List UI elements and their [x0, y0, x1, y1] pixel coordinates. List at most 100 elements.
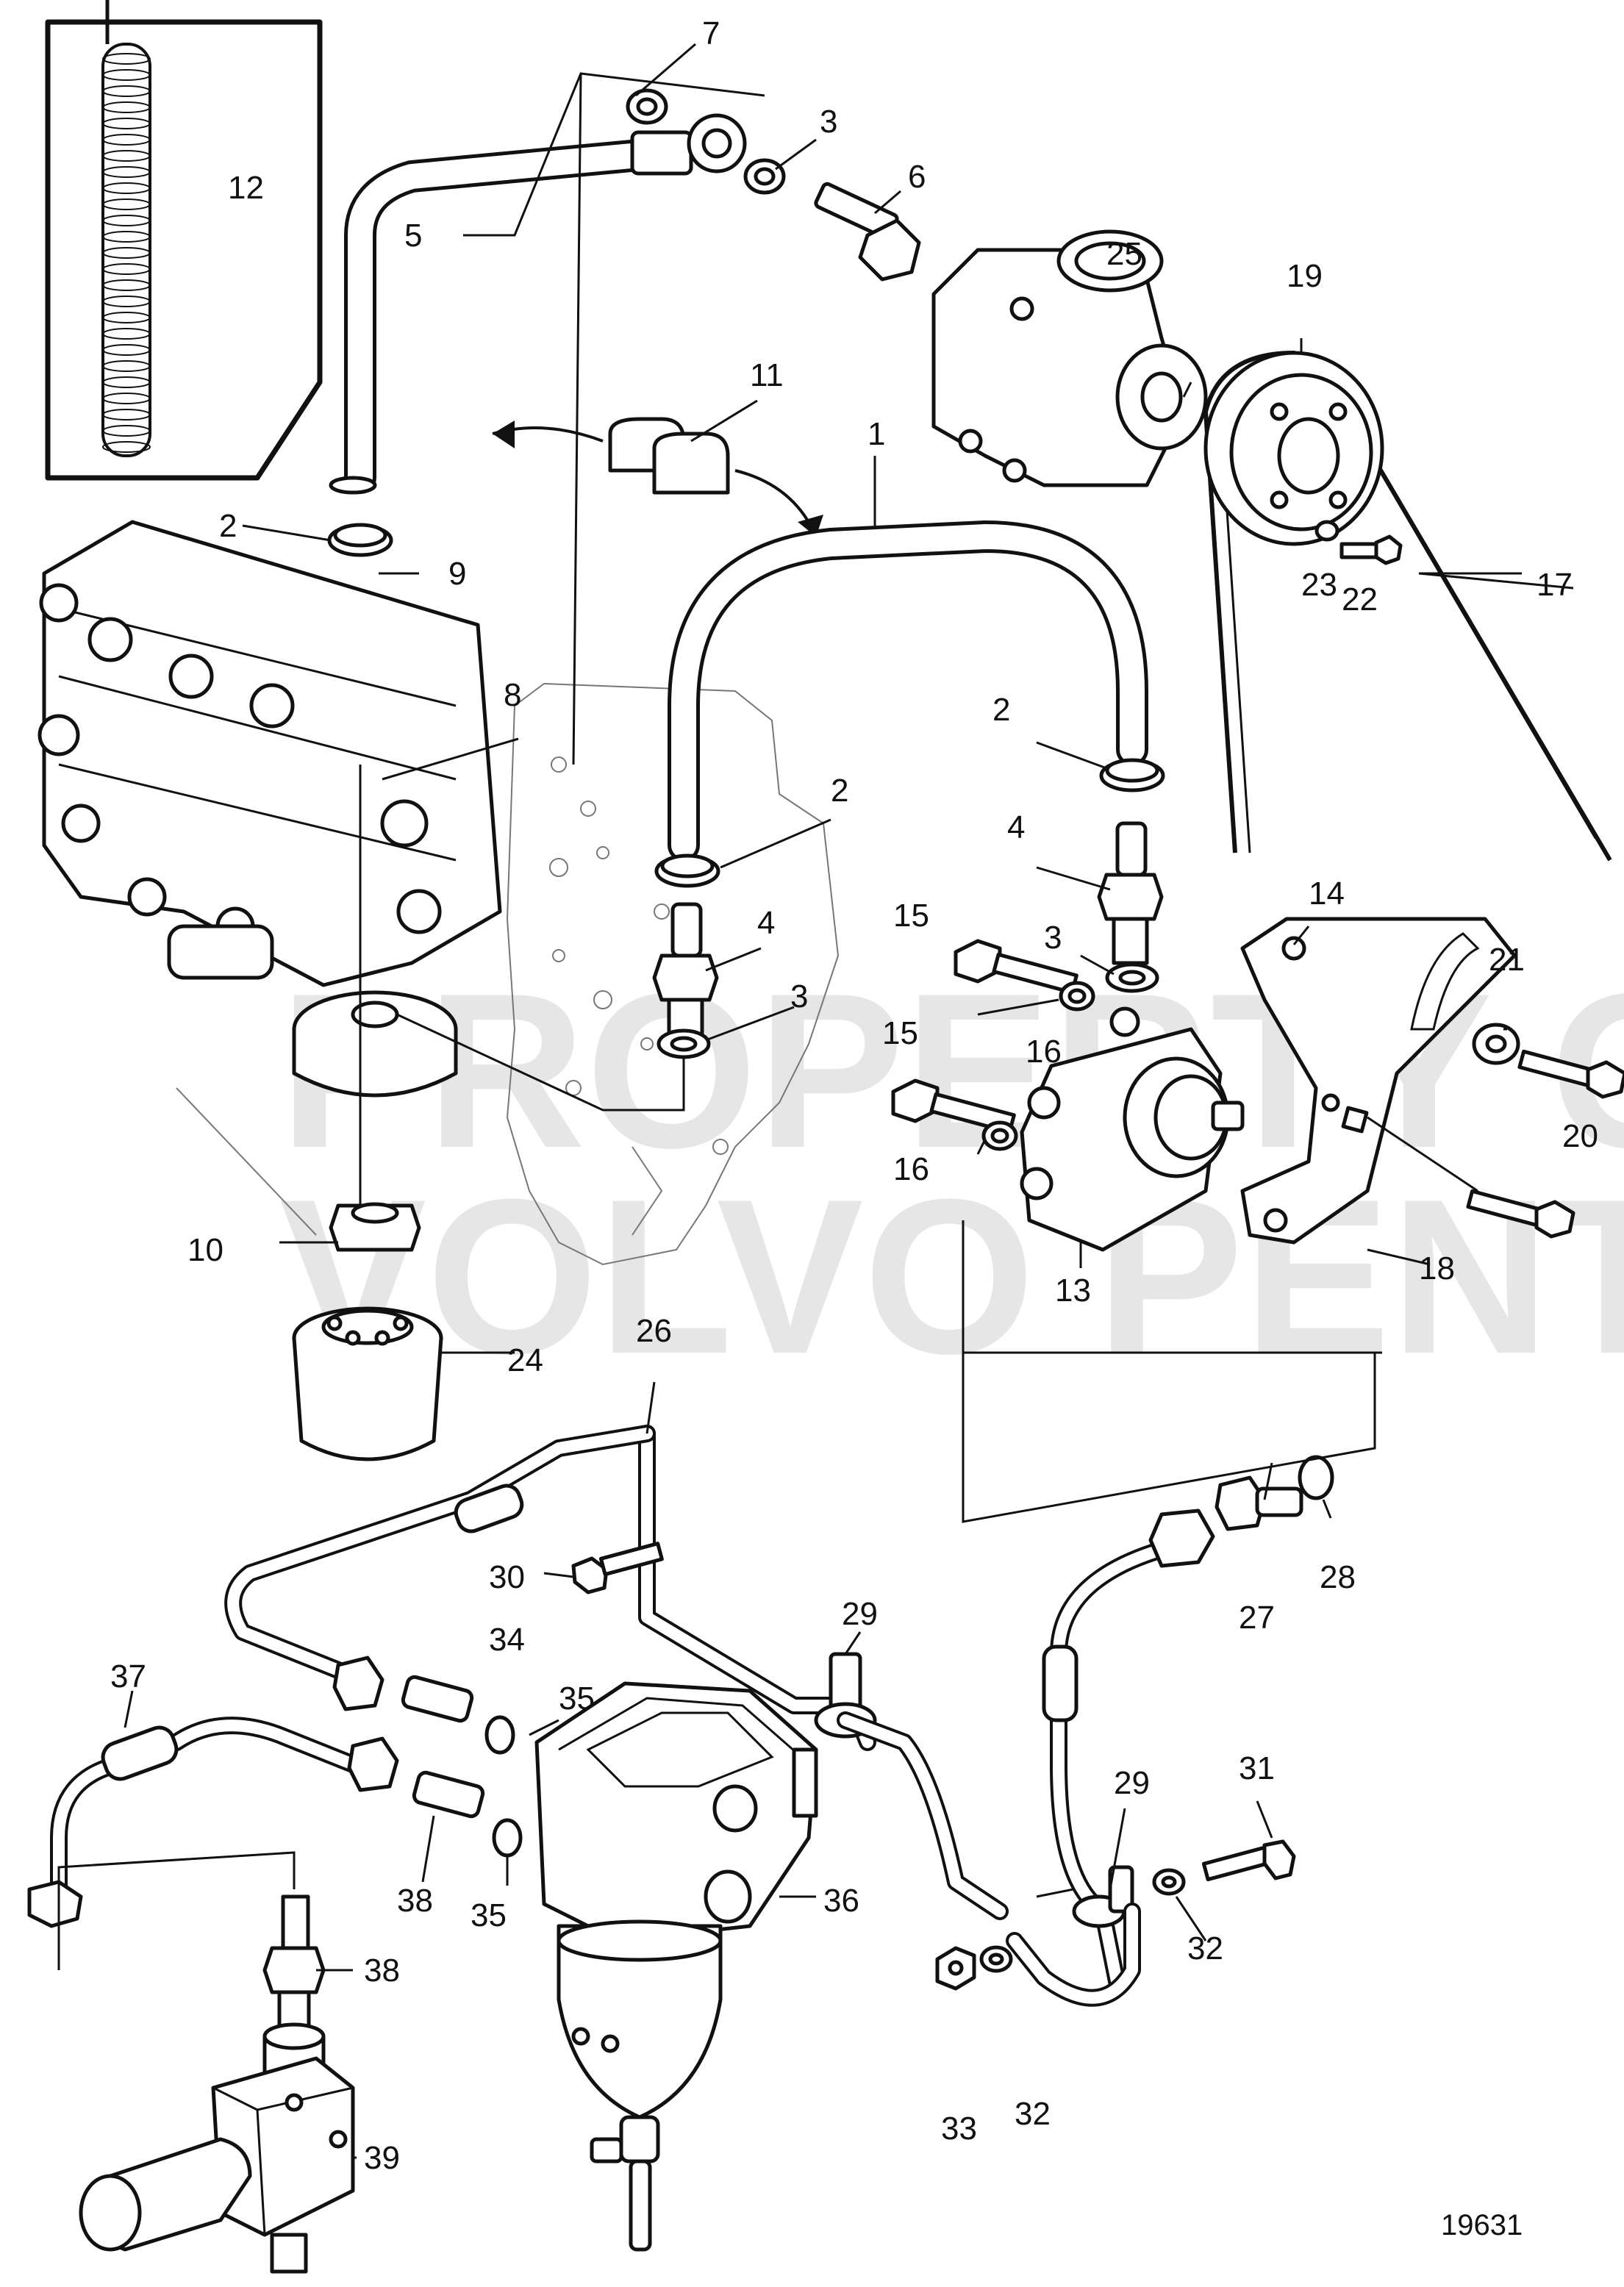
callout-3-right: 3 [1044, 920, 1062, 956]
pipe-clip-29-upper [814, 1652, 1009, 1920]
fuel-injection-pump [37, 520, 502, 987]
water-separator-36 [534, 1681, 818, 2252]
washer-23 [1314, 520, 1339, 542]
hose-clamp-2-left [327, 523, 393, 557]
o-ring-35-lower [492, 1818, 523, 1858]
fuel-feed-pump-13 [1020, 1006, 1245, 1252]
callout-39: 39 [364, 2140, 400, 2176]
hose-sleeve-rib [102, 328, 151, 340]
union-38-lower [262, 1894, 326, 2039]
callout-5: 5 [404, 218, 422, 254]
washer-16-lower [981, 1120, 1018, 1151]
hose-clamp-2-mid [654, 853, 720, 888]
o-ring-35-upper [484, 1715, 515, 1755]
leader-lines [124, 43, 1574, 2159]
fuel-pipe-right [1042, 1508, 1215, 1994]
callout-28: 28 [1320, 1559, 1356, 1595]
callout-38-lower: 38 [364, 1953, 400, 1989]
fuel-pipe-26 [224, 1425, 876, 1751]
hose-sleeve-rib [102, 53, 151, 65]
hose-sleeve-rib [102, 101, 151, 113]
callout-15-upper: 15 [893, 898, 929, 934]
bolt-30 [571, 1542, 664, 1595]
callout-3-mid: 3 [790, 978, 808, 1014]
callout-21: 21 [1489, 942, 1525, 978]
hose-sleeve-rib [102, 312, 151, 323]
fuel-pipe-37 [27, 1717, 399, 1928]
hose-nipple-4-right [1097, 821, 1164, 965]
adapter-nipple-10 [329, 1202, 421, 1252]
callout-32-right: 32 [1187, 1930, 1223, 1966]
hose-sleeve-rib [102, 118, 151, 129]
callout-34: 34 [489, 1622, 525, 1658]
callout-19: 19 [1287, 258, 1323, 294]
callout-29-upper: 29 [842, 1596, 878, 1632]
washer-32-right [1152, 1868, 1186, 1896]
callout-30: 30 [489, 1559, 525, 1595]
callout-35-upper: 35 [559, 1681, 595, 1717]
hose-sleeve-part [101, 43, 151, 457]
callout-13: 13 [1055, 1273, 1091, 1309]
callout-24: 24 [507, 1342, 543, 1378]
valve-39 [79, 2022, 355, 2274]
callout-14: 14 [1309, 876, 1345, 912]
callout-7: 7 [702, 15, 720, 51]
banjo-bolt-6 [814, 182, 921, 282]
bolt-22 [1339, 534, 1403, 565]
sealing-washer-7 [626, 88, 668, 125]
hose-sleeve-rib [102, 393, 151, 404]
callout-2-left: 2 [219, 508, 237, 544]
hose-sleeve-rib [102, 296, 151, 307]
hose-sleeve-rib [102, 376, 151, 388]
callout-1: 1 [868, 416, 885, 452]
hose-sleeve-rib [102, 134, 151, 146]
callout-20: 20 [1562, 1118, 1598, 1154]
pulley-19 [1203, 351, 1384, 546]
fuel-hose-1 [668, 520, 1148, 862]
figure-number: 19631 [1441, 2209, 1523, 2241]
sealing-washer-3-mid [657, 1028, 711, 1059]
hose-sleeve-rib [102, 279, 151, 291]
bolt-18 [1466, 1189, 1575, 1239]
hose-sleeve-rib [102, 409, 151, 420]
hose-clamp-2-right [1099, 758, 1165, 792]
return-hose-upper [329, 113, 747, 495]
hose-clips-11 [492, 417, 823, 537]
hose-sleeve-rib [102, 231, 151, 243]
callout-27: 27 [1239, 1600, 1275, 1636]
callout-17: 17 [1537, 567, 1573, 603]
inset-hose-sleeve [45, 0, 323, 481]
callout-8: 8 [504, 677, 521, 713]
callout-35-lower: 35 [471, 1897, 507, 1933]
sealing-washer-3-top [743, 158, 786, 195]
bolt-31 [1201, 1839, 1296, 1882]
bolt-15-upper [954, 939, 1079, 995]
callout-labels: 1 2 2 2 3 3 3 4 4 5 6 7 8 9 10 11 12 13 … [110, 15, 1598, 2176]
sealing-washer-3-right [1105, 962, 1159, 993]
hose-sleeve-rib [102, 247, 151, 259]
banjo-nut-34-left [332, 1656, 384, 1711]
callout-29-lower: 29 [1114, 1765, 1150, 1801]
callout-32-left: 32 [1015, 2096, 1051, 2132]
callout-3-top: 3 [820, 104, 837, 140]
callout-38-upper: 38 [397, 1883, 433, 1919]
callout-37: 37 [110, 1658, 146, 1694]
washer-16-upper [1059, 981, 1095, 1012]
callout-36: 36 [823, 1883, 859, 1919]
hose-sleeve-rib [102, 360, 151, 372]
hose-sleeve-rib [102, 182, 151, 194]
callout-6: 6 [908, 159, 926, 195]
watermark-line-2: VOLVO PENTA [279, 1153, 1624, 1400]
callout-31: 31 [1239, 1750, 1275, 1786]
callout-11: 11 [750, 357, 784, 393]
callout-16-lower: 16 [893, 1151, 929, 1187]
union-38-upper [412, 1770, 485, 1819]
callout-2-mid: 2 [831, 773, 848, 809]
callout-2-right: 2 [992, 692, 1010, 728]
callout-22: 22 [1342, 581, 1378, 618]
callout-4-right: 4 [1007, 809, 1025, 845]
washer-32-left [979, 1945, 1013, 1973]
callout-10: 10 [187, 1232, 223, 1268]
callout-15-lower: 15 [882, 1015, 918, 1051]
